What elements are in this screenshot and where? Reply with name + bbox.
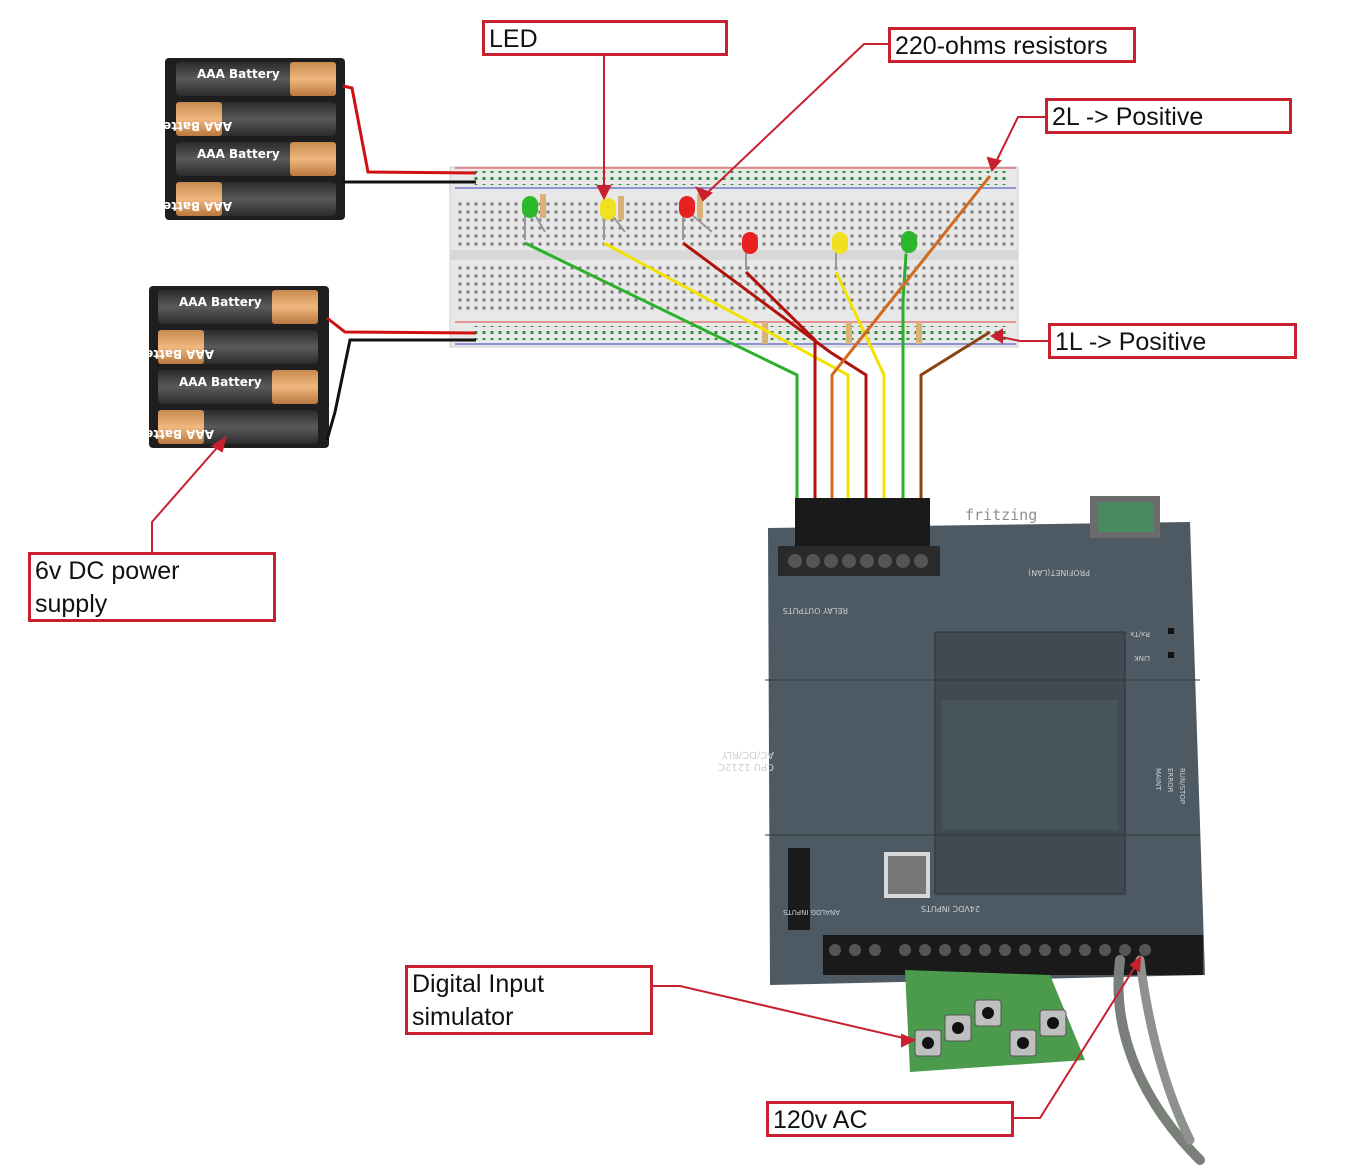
led-callout: LED bbox=[482, 20, 728, 56]
battery-label: AAA Battery bbox=[197, 67, 280, 81]
power-supply-callout: 6v DC power supply bbox=[28, 552, 276, 622]
battery-label: AAA Battery bbox=[149, 199, 232, 213]
ac-power-cable bbox=[1118, 960, 1200, 1160]
fritzing-brand: fritzing bbox=[965, 506, 1037, 524]
led-link: LINK bbox=[1134, 654, 1150, 662]
battery-label: AAA Battery bbox=[179, 295, 262, 309]
one-l-callout: 1L -> Positive bbox=[1048, 323, 1297, 359]
battery-pack-top: AAA Battery AAA Battery AAA Battery AAA … bbox=[149, 58, 345, 220]
status-maint: MAINT bbox=[1154, 768, 1162, 791]
battery-label: AAA Battery bbox=[131, 427, 214, 441]
dc-inputs-label: 24VDC INPUTS bbox=[921, 904, 980, 913]
two-l-callout: 2L -> Positive bbox=[1045, 98, 1292, 134]
ac-callout: 120v AC bbox=[766, 1101, 1014, 1137]
battery-label: AAA Battery bbox=[131, 347, 214, 361]
battery-label: AAA Battery bbox=[197, 147, 280, 161]
led-rx-tx: Rx/Tx bbox=[1130, 630, 1150, 638]
relay-outputs-label: RELAY OUTPUTS bbox=[783, 606, 848, 615]
plc-controller: fritzing RELAY OUTPUTS CPU 1212C AC/DC/R… bbox=[718, 496, 1205, 985]
digital-input-callout: Digital Input simulator bbox=[405, 965, 653, 1035]
battery-label: AAA Battery bbox=[179, 375, 262, 389]
breadboard bbox=[450, 167, 1018, 347]
battery-label: AAA Battery bbox=[149, 119, 232, 133]
plc-model: CPU 1212C bbox=[718, 761, 774, 772]
battery-pack-bottom: AAA Battery AAA Battery AAA Battery AAA … bbox=[131, 286, 329, 448]
profinet-label: PROFINET(LAN) bbox=[1028, 568, 1090, 577]
plc-type: AC/DC/RLY bbox=[721, 749, 774, 760]
digital-input-simulator bbox=[905, 970, 1085, 1072]
analog-inputs-label: ANALOG INPUTS bbox=[782, 908, 840, 916]
status-run-stop: RUN/STOP bbox=[1178, 768, 1186, 804]
status-error: ERROR bbox=[1166, 768, 1174, 793]
resistors-callout: 220-ohms resistors bbox=[888, 27, 1136, 63]
